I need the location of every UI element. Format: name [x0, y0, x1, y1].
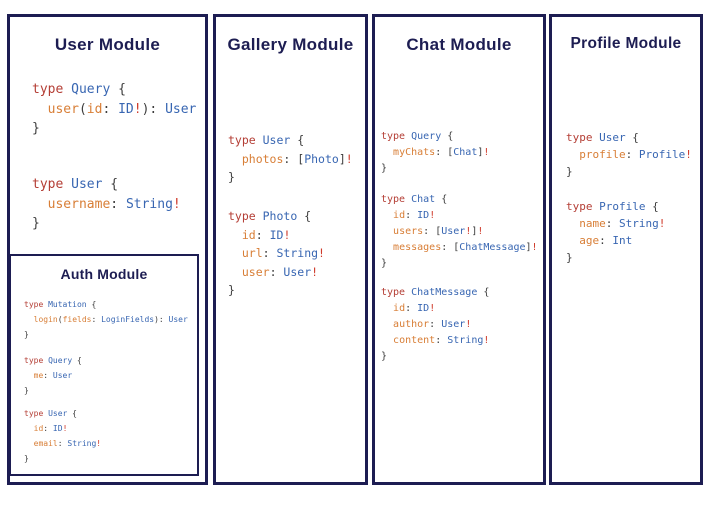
code-line: }: [381, 258, 388, 269]
code-line: id: ID!: [33, 424, 68, 433]
module-gallery-box: Gallery Module type User { photos: [Phot…: [213, 14, 368, 485]
code-line: name: String!: [579, 217, 666, 230]
code-line: me: User: [33, 371, 73, 380]
module-title-profile: Profile Module: [570, 35, 682, 52]
module-title-auth: Auth Module: [60, 266, 148, 282]
code-line: email: String!: [33, 439, 102, 448]
code-line: }: [24, 454, 29, 463]
code-line: type User {: [566, 131, 639, 144]
code-line: type Mutation {: [24, 300, 97, 309]
code-line: type User {: [24, 409, 77, 418]
code-line: id: ID!: [393, 303, 436, 314]
code-block-auth-mutation: type Mutation { login(fields: LoginField…: [24, 297, 188, 342]
module-title-user: User Module: [54, 35, 161, 54]
code-line: type ChatMessage {: [381, 287, 490, 298]
code-line: type Query {: [32, 82, 126, 97]
code-line: user(id: ID!): User: [47, 101, 197, 117]
code-block-gallery-photo: type Photo { id: ID! url: String! user: …: [228, 207, 325, 300]
code-line: profile: Profile!: [579, 148, 692, 161]
code-block-chat-query: type Query { myChats: [Chat]!}: [381, 129, 489, 177]
module-user-box: User Module type Query { user(id: ID!): …: [7, 14, 208, 485]
code-line: type User {: [32, 177, 119, 192]
code-block-gallery-user: type User { photos: [Photo]!}: [228, 131, 353, 187]
code-line: users: [User!]!: [393, 226, 484, 237]
module-auth-box: Auth Module type Mutation { login(fields…: [9, 254, 199, 476]
module-title-gallery: Gallery Module: [227, 35, 354, 54]
code-line: }: [32, 121, 40, 136]
code-line: type Query {: [24, 356, 82, 365]
code-line: age: Int: [579, 234, 633, 247]
code-line: }: [228, 283, 235, 297]
code-line: }: [566, 251, 573, 264]
code-line: type Photo {: [228, 209, 312, 223]
code-line: myChats: [Chat]!: [393, 147, 490, 158]
code-block-profile-profile: type Profile { name: String! age: Int}: [566, 198, 665, 266]
code-line: type Query {: [381, 131, 454, 142]
code-line: }: [381, 351, 388, 362]
code-line: type Profile {: [566, 200, 659, 213]
code-block-user-user: type User { username: String!}: [32, 175, 181, 234]
code-block-profile-user: type User { profile: Profile!}: [566, 129, 692, 180]
code-line: messages: [ChatMessage]!: [393, 242, 538, 253]
code-block-auth-user: type User { id: ID! email: String!}: [24, 406, 101, 466]
code-block-chat-chatmessage: type ChatMessage { id: ID! author: User!…: [381, 285, 489, 365]
code-line: }: [24, 386, 29, 395]
module-profile-box: Profile Module type User { profile: Prof…: [549, 14, 703, 485]
code-line: id: ID!: [393, 210, 436, 221]
code-line: type Chat {: [381, 194, 448, 205]
code-line: user: User!: [241, 264, 319, 279]
code-block-chat-chat: type Chat { id: ID! users: [User!]! mess…: [381, 192, 538, 272]
code-line: }: [381, 163, 388, 174]
code-line: id: ID!: [241, 227, 291, 242]
module-chat-box: Chat Module type Query { myChats: [Chat]…: [372, 14, 546, 485]
code-line: content: String!: [393, 335, 490, 346]
code-line: login(fields: LoginFields): User: [33, 315, 188, 324]
code-block-user-query: type Query { user(id: ID!): User}: [32, 80, 196, 139]
code-line: }: [566, 165, 573, 178]
module-title-chat: Chat Module: [406, 35, 512, 54]
code-block-auth-query: type Query { me: User}: [24, 353, 82, 398]
code-line: author: User!: [393, 319, 472, 330]
code-line: username: String!: [47, 196, 181, 212]
code-line: type User {: [228, 133, 305, 147]
code-line: }: [228, 170, 235, 184]
code-line: }: [24, 330, 29, 339]
code-line: url: String!: [241, 246, 325, 260]
code-line: photos: [Photo]!: [241, 151, 353, 166]
code-line: }: [32, 216, 40, 231]
